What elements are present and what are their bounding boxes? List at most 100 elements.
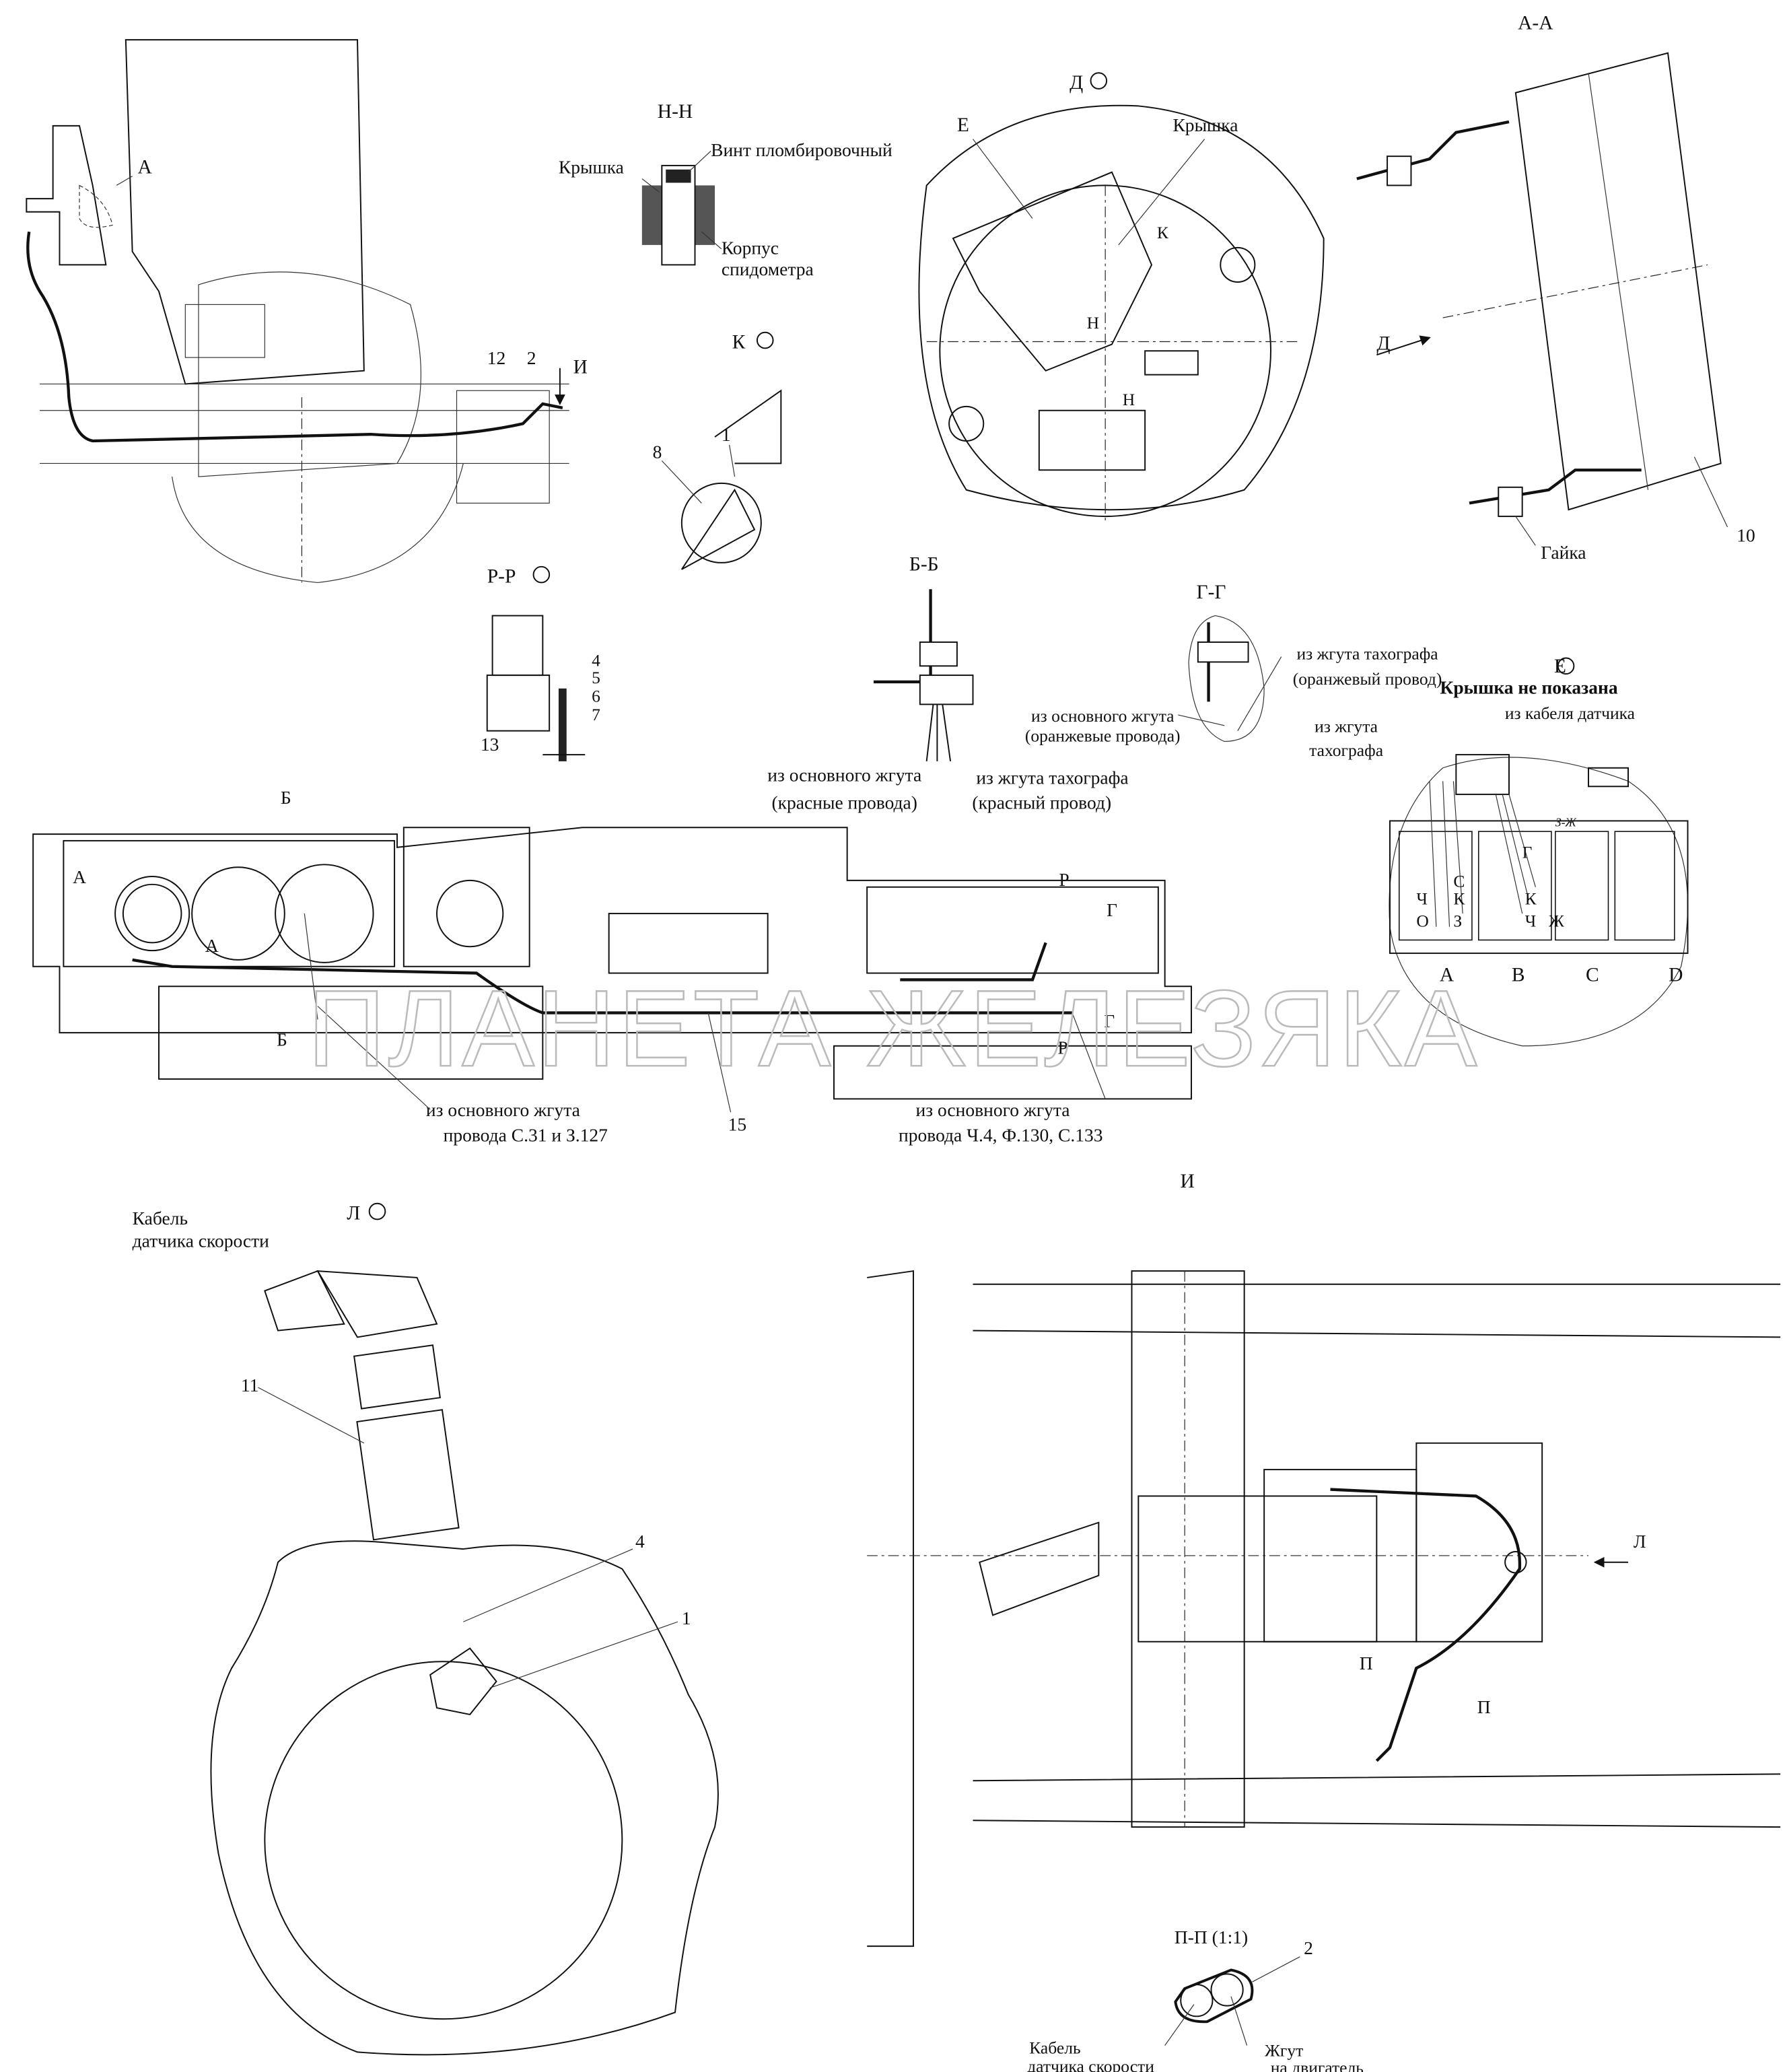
callout-a-1: А bbox=[73, 866, 86, 887]
pin-label: К bbox=[1453, 889, 1465, 908]
part-5: 5 bbox=[592, 668, 600, 687]
side-view: А И 12 2 bbox=[26, 39, 588, 584]
callout-k: К bbox=[1157, 223, 1169, 242]
view-title: К bbox=[732, 331, 746, 353]
label-main-2: (оранжевые провода) bbox=[1025, 726, 1181, 745]
block-c: C bbox=[1586, 964, 1599, 986]
section-title: П-П (1:1) bbox=[1175, 1927, 1248, 1947]
cover-not-shown-note: Крышка не показана bbox=[1440, 677, 1617, 698]
label-tach-2: (красный провод) bbox=[972, 792, 1111, 813]
view-l: Л Кабель датчика скорости 11 4 1 bbox=[133, 1202, 719, 2056]
label-body-2: спидометра bbox=[722, 258, 814, 279]
label-cable-2: датчика скорости bbox=[133, 1231, 270, 1251]
label-tach-2: (оранжевый провод) bbox=[1293, 669, 1442, 689]
dashboard-view: Б Б А А Р Р Г Г из основного жгута прово… bbox=[32, 787, 1192, 1145]
label-tach-2: тахографа bbox=[1309, 740, 1383, 760]
label-nut: Гайка bbox=[1541, 542, 1586, 563]
section-mark-g-top: Г bbox=[1107, 899, 1117, 920]
view-d: Д Е Крышка К Н Н bbox=[918, 72, 1325, 523]
label-left-1: из основного жгута bbox=[426, 1099, 580, 1120]
section-h-h: Н-Н Винт пломбировочный Крышка Корпус сп… bbox=[559, 101, 892, 279]
section-title: Р-Р bbox=[487, 565, 516, 587]
view-title: Л bbox=[347, 1202, 360, 1224]
view-title: Е bbox=[1554, 656, 1566, 677]
pin-label: О bbox=[1416, 911, 1428, 931]
section-mark-g-bottom: Г bbox=[1104, 1010, 1115, 1031]
callout-h2: Н bbox=[1123, 390, 1135, 409]
callout-a: А bbox=[138, 157, 153, 178]
label-main-2: (красные провода) bbox=[772, 792, 917, 813]
watermark: ПЛАНЕТА ЖЕЛЕЗЯКА bbox=[308, 968, 1480, 1089]
block-a: A bbox=[1440, 964, 1455, 986]
block-d: D bbox=[1669, 964, 1683, 986]
section-mark-b-top: Б bbox=[281, 787, 291, 808]
block-b: B bbox=[1512, 964, 1525, 986]
label-harness-2: на двигатель bbox=[1271, 2058, 1364, 2072]
section-title: Б-Б bbox=[909, 554, 939, 576]
callout-a-2: А bbox=[205, 935, 219, 956]
section-b-b: Б-Б из основного жгута (красные провода)… bbox=[767, 554, 1128, 813]
section-g-g: Г-Г из жгута тахографа (оранжевый провод… bbox=[1025, 582, 1442, 745]
section-title: Г-Г bbox=[1197, 582, 1226, 603]
section-r-r: Р-Р 4 5 6 7 13 bbox=[481, 565, 600, 761]
label-cable-2: датчика скорости bbox=[1027, 2057, 1154, 2072]
part-15: 15 bbox=[728, 1114, 747, 1135]
part-12: 12 bbox=[487, 347, 506, 368]
view-title: И bbox=[1180, 1171, 1194, 1192]
view-i: И Л П П bbox=[867, 1171, 1781, 1947]
section-mark-b-bottom: Б bbox=[277, 1029, 287, 1050]
label-cover: Крышка bbox=[559, 157, 624, 178]
label-main-1: из основного жгута bbox=[1031, 706, 1175, 726]
part-11: 11 bbox=[241, 1375, 259, 1395]
part-13: 13 bbox=[481, 734, 499, 755]
pin-label: Ч bbox=[1525, 911, 1537, 931]
section-p-p: П-П (1:1) 2 Кабель датчика скорости Жгут… bbox=[1027, 1927, 1364, 2072]
pin-label: Ж bbox=[1549, 911, 1564, 931]
label-body-1: Корпус bbox=[722, 238, 779, 258]
part-2: 2 bbox=[1304, 1937, 1313, 1958]
view-title: Д bbox=[1070, 72, 1083, 94]
part-6: 6 bbox=[592, 686, 600, 705]
section-title: Н-Н bbox=[658, 101, 693, 123]
callout-h1: Н bbox=[1087, 313, 1099, 333]
label-cover: Крышка bbox=[1172, 114, 1238, 135]
label-right-2: провода Ч.4, Ф.130, С.133 bbox=[899, 1124, 1103, 1145]
pin-label: Ч bbox=[1416, 889, 1428, 908]
part-1: 1 bbox=[722, 424, 731, 445]
callout-i: И bbox=[573, 357, 588, 378]
label-tach-1: из жгута bbox=[1315, 717, 1378, 736]
pin-label: С bbox=[1453, 872, 1465, 891]
label-cable-1: Кабель bbox=[133, 1208, 188, 1229]
part-4: 4 bbox=[635, 1531, 645, 1552]
part-10: 10 bbox=[1737, 524, 1755, 545]
callout-e: Е bbox=[957, 114, 969, 136]
section-title: А-А bbox=[1518, 12, 1553, 34]
section-mark-r-top: Р bbox=[1059, 869, 1069, 890]
arrow-l: Л bbox=[1634, 1531, 1646, 1552]
label-main-1: из основного жгута bbox=[767, 764, 921, 785]
section-a-a: А-А Д Гайка 10 bbox=[1356, 12, 1755, 563]
label-screw: Винт пломбировочный bbox=[711, 139, 892, 160]
label-left-2: провода С.31 и З.127 bbox=[444, 1124, 608, 1145]
view-k: К 1 8 bbox=[653, 331, 782, 570]
arrow-d: Д bbox=[1376, 333, 1390, 354]
view-e: Е Крышка не показана из кабеля датчика и… bbox=[1309, 656, 1689, 1047]
wire-label: З-Ж bbox=[1555, 815, 1577, 829]
part-2: 2 bbox=[527, 347, 536, 368]
pin-label: Г bbox=[1522, 842, 1533, 862]
label-harness-1: Жгут bbox=[1265, 2040, 1303, 2060]
label-cable-1: Кабель bbox=[1029, 2038, 1080, 2057]
pin-label: К bbox=[1525, 889, 1537, 908]
part-4: 4 bbox=[592, 650, 600, 670]
label-sensor-cable: из кабеля датчика bbox=[1505, 703, 1635, 723]
section-mark-p-1: П bbox=[1360, 1653, 1373, 1673]
part-8: 8 bbox=[653, 442, 662, 462]
pin-label: З bbox=[1453, 911, 1462, 931]
part-7: 7 bbox=[592, 705, 600, 724]
label-right-1: из основного жгута bbox=[916, 1099, 1070, 1120]
section-mark-p-2: П bbox=[1477, 1696, 1491, 1717]
label-tach-1: из жгута тахографа bbox=[976, 767, 1128, 788]
section-mark-r-bottom: Р bbox=[1057, 1037, 1067, 1058]
part-1: 1 bbox=[682, 1608, 691, 1628]
